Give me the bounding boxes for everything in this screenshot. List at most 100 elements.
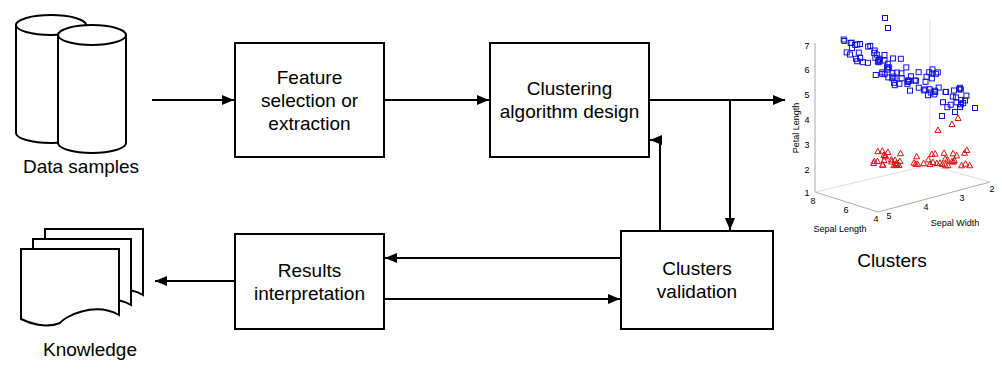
blue-point	[973, 106, 978, 111]
axis-label: Sepal Width	[931, 218, 980, 228]
tick-label: 6	[843, 205, 848, 215]
blue-point	[894, 70, 899, 75]
red-point	[955, 115, 961, 121]
red-point	[959, 162, 965, 168]
red-point	[937, 160, 943, 166]
blue-point	[957, 104, 962, 109]
blue-point	[914, 78, 919, 83]
blue-point	[882, 58, 887, 63]
tick-label: 4	[923, 202, 928, 212]
blue-point	[953, 95, 958, 100]
tick-label: 4	[804, 115, 809, 125]
blue-point	[923, 79, 928, 84]
tick-label: 8	[810, 196, 815, 206]
red-point	[914, 153, 920, 159]
blue-point	[948, 102, 953, 107]
blue-point	[873, 73, 878, 78]
axis-label: Petal Length	[791, 103, 801, 154]
node-label: Data samples	[10, 155, 152, 178]
blue-point	[957, 85, 962, 90]
process-box: Clusters validation	[620, 230, 774, 330]
red-point	[929, 151, 935, 157]
tick-label: 5	[804, 90, 809, 100]
flow-arrow	[385, 298, 620, 300]
blue-point	[964, 93, 969, 98]
tick-label: 3	[959, 193, 964, 203]
flow-arrow	[152, 99, 234, 101]
tick-label: 5	[886, 211, 891, 221]
red-point	[896, 162, 902, 168]
node-label: Clusters validation	[622, 253, 772, 307]
blue-point	[943, 89, 948, 94]
blue-point	[907, 88, 912, 93]
tick-label: 1	[804, 188, 809, 198]
blue-point	[898, 56, 903, 61]
blue-point	[927, 70, 932, 75]
node-label: Results interpretation	[236, 255, 383, 309]
y-axis	[878, 182, 990, 212]
tick-label: 7	[804, 41, 809, 51]
red-point	[875, 148, 881, 154]
blue-point	[858, 42, 863, 47]
blue-point	[940, 114, 945, 119]
document-stack: Knowledge	[15, 225, 165, 361]
tick-label: 4	[873, 214, 878, 224]
blue-point	[844, 50, 849, 55]
blue-point	[916, 70, 921, 75]
blue-point	[935, 70, 940, 75]
node-label: Clusters	[785, 249, 999, 272]
blue-point	[885, 65, 890, 70]
blue-point	[899, 76, 904, 81]
tick-label: 6	[804, 65, 809, 75]
blue-point	[842, 38, 847, 43]
cylinder-top	[58, 25, 126, 45]
blue-point	[930, 71, 935, 76]
red-point	[945, 157, 951, 163]
process-box: Results interpretation	[234, 233, 385, 330]
red-point	[925, 156, 931, 162]
blue-point	[879, 71, 884, 76]
blue-point	[904, 65, 909, 70]
tick-label: 2	[989, 184, 994, 194]
blue-point	[953, 110, 958, 115]
cluster-plot: Clusters	[785, 40, 999, 272]
blue-point	[951, 88, 956, 93]
blue-point	[849, 40, 854, 45]
blue-point	[928, 90, 933, 95]
red-point	[880, 162, 886, 168]
blue-point	[921, 88, 926, 93]
blue-point	[883, 16, 888, 21]
node-label: Knowledge	[15, 338, 165, 361]
axis-label: Sepal Length	[813, 224, 866, 234]
grid-line	[815, 165, 930, 192]
flow-arrow	[385, 99, 489, 101]
red-point	[898, 150, 904, 156]
cylinder-body	[58, 35, 126, 153]
process-box: Clustering algorithm design	[489, 42, 650, 158]
red-point	[889, 159, 895, 165]
document-page	[21, 249, 119, 326]
red-point	[949, 121, 955, 127]
node-label: Clustering algorithm design	[491, 73, 648, 127]
blue-point	[872, 50, 877, 55]
blue-point	[873, 55, 878, 60]
red-point	[954, 152, 960, 158]
tick-label: 3	[804, 140, 809, 150]
blue-point	[932, 92, 937, 97]
blue-point	[886, 26, 891, 31]
blue-point	[850, 46, 855, 51]
red-point	[950, 159, 956, 165]
blue-point	[865, 60, 870, 65]
blue-point	[929, 76, 934, 81]
process-box: Feature selection or extraction	[234, 42, 385, 158]
tick-label: 2	[804, 165, 809, 175]
data-store: Data samples	[10, 10, 152, 178]
database-icon	[10, 10, 140, 155]
blue-point	[897, 81, 902, 86]
red-point	[941, 150, 947, 156]
blue-point	[916, 85, 921, 90]
red-point	[913, 161, 919, 167]
blue-point	[882, 53, 887, 58]
blue-point	[860, 60, 865, 65]
